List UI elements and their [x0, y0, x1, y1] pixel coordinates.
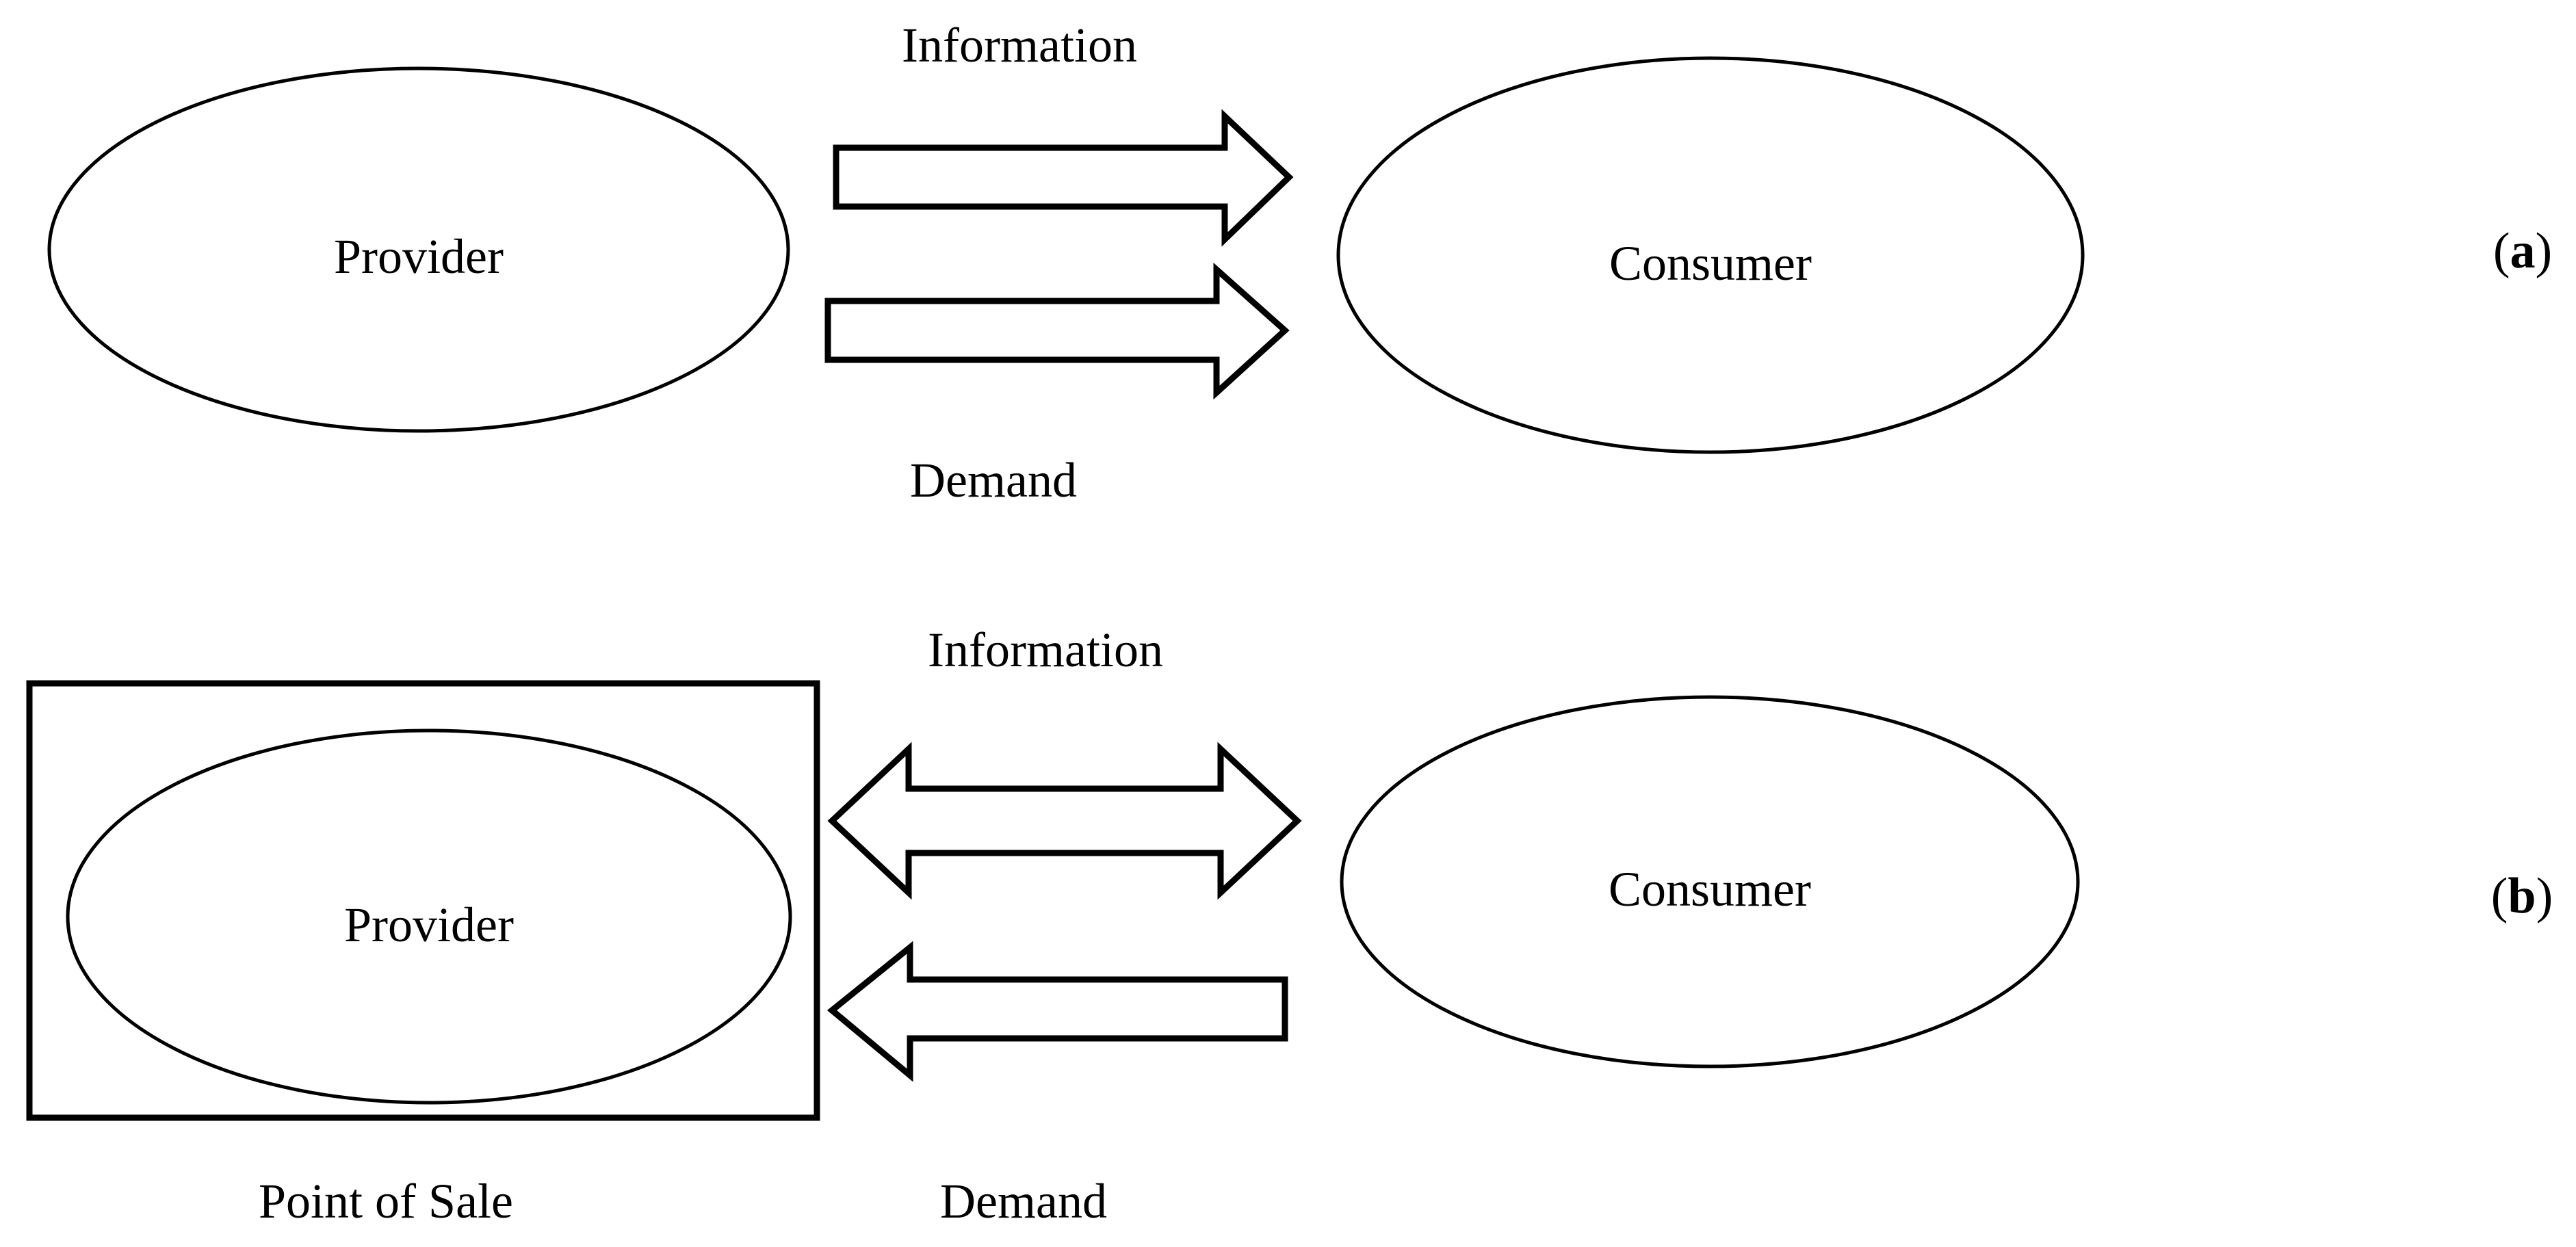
information-arrow-right-icon [833, 109, 1294, 247]
provider-label-b: Provider [344, 897, 514, 952]
panel-tag-a-open: ( [2493, 223, 2510, 279]
consumer-label-b: Consumer [1609, 862, 1811, 917]
information-label-b: Information [928, 622, 1163, 677]
panel-tag-b-open: ( [2490, 868, 2508, 924]
panel-tag-a: (a) [2493, 226, 2552, 276]
consumer-label-a: Consumer [1609, 236, 1812, 291]
information-label-a: Information [902, 18, 1137, 73]
demand-label-a: Demand [910, 453, 1077, 508]
panel-tag-b: (b) [2491, 871, 2553, 921]
panel-tag-a-letter: a [2510, 223, 2536, 279]
consumer-ellipse-a [1336, 56, 2085, 454]
demand-arrow-right-icon [824, 262, 1290, 400]
provider-label-a: Provider [334, 229, 504, 284]
panel-tag-a-close: ) [2535, 223, 2553, 279]
panel-tag-b-letter: b [2508, 868, 2536, 924]
point-of-sale-label-b: Point of Sale [259, 1174, 513, 1229]
demand-arrow-left-icon [827, 941, 1288, 1082]
provider-ellipse-a [47, 66, 790, 433]
panel-tag-b-close: ) [2536, 868, 2553, 924]
demand-label-b: Demand [940, 1174, 1107, 1229]
provider-ellipse-b [66, 728, 792, 1105]
information-arrow-left-right-icon [827, 741, 1302, 900]
consumer-ellipse-b [1340, 695, 2080, 1068]
